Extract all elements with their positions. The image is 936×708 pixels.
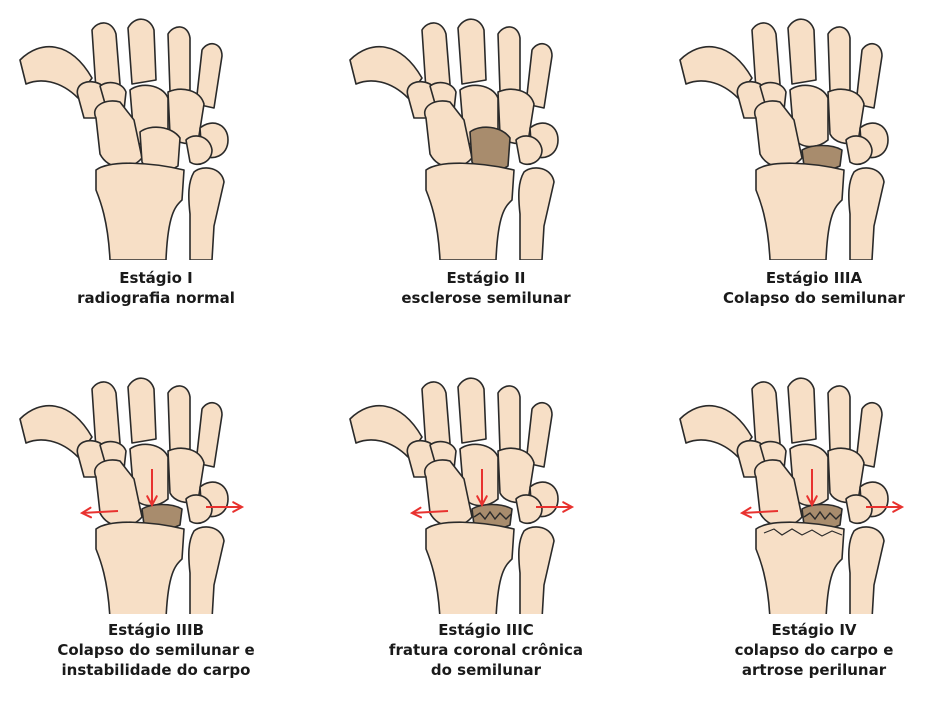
stage-description-line: radiografia normal bbox=[0, 288, 312, 308]
radius bbox=[756, 163, 844, 260]
wrist-group bbox=[350, 19, 558, 260]
triquetrum bbox=[186, 495, 212, 523]
triquetrum bbox=[516, 495, 542, 523]
stage-panel-2: Estágio II esclerose semilunar bbox=[330, 0, 642, 354]
stage-caption: Estágio IIIB Colapso do semilunar e inst… bbox=[0, 620, 312, 680]
stage-panel-6: Estágio IV colapso do carpo e artrose pe… bbox=[660, 354, 936, 708]
ulna bbox=[849, 168, 884, 260]
ulna bbox=[189, 527, 224, 614]
metacarpal-2 bbox=[752, 382, 780, 449]
stage-panel-4: Estágio IIIB Colapso do semilunar e inst… bbox=[0, 354, 312, 708]
wrist-group bbox=[20, 378, 242, 614]
wrist-illustration bbox=[0, 0, 312, 260]
stage-title: Estágio II bbox=[330, 268, 642, 288]
radius bbox=[96, 163, 184, 260]
stage-title: Estágio IV bbox=[658, 620, 936, 640]
metacarpal-2 bbox=[422, 382, 450, 449]
metacarpal-3 bbox=[128, 378, 156, 443]
stage-caption: Estágio II esclerose semilunar bbox=[330, 268, 642, 308]
wrist-illustration bbox=[330, 0, 642, 260]
stage-title: Estágio IIIB bbox=[0, 620, 312, 640]
triquetrum bbox=[846, 495, 872, 523]
ulna bbox=[189, 168, 224, 260]
stage-panel-1: Estágio I radiografia normal bbox=[0, 0, 312, 354]
wrist-illustration bbox=[0, 354, 312, 614]
stage-title: Estágio IIIA bbox=[658, 268, 936, 288]
wrist-illustration bbox=[660, 354, 936, 614]
metacarpal-2 bbox=[92, 23, 120, 90]
metacarpal-4 bbox=[828, 386, 850, 451]
radius bbox=[426, 522, 514, 614]
metacarpal-3 bbox=[458, 19, 486, 84]
stage-description-line: artrose perilunar bbox=[658, 660, 936, 680]
wrist-illustration bbox=[330, 354, 642, 614]
wrist-group bbox=[350, 378, 572, 614]
stage-description-line: do semilunar bbox=[330, 660, 642, 680]
stage-description-line: Colapso do semilunar e bbox=[0, 640, 312, 660]
radius bbox=[756, 522, 844, 614]
stage-panel-3: Estágio IIIA Colapso do semilunar bbox=[660, 0, 936, 354]
ulna bbox=[519, 527, 554, 614]
metacarpal-4 bbox=[828, 27, 850, 92]
ulna bbox=[849, 527, 884, 614]
metacarpal-3 bbox=[128, 19, 156, 84]
metacarpal-2 bbox=[92, 382, 120, 449]
ulna bbox=[519, 168, 554, 260]
stage-description-line: instabilidade do carpo bbox=[0, 660, 312, 680]
metacarpal-4 bbox=[498, 27, 520, 92]
wrist-group bbox=[680, 19, 888, 260]
stage-caption: Estágio IIIC fratura coronal crônica do … bbox=[330, 620, 642, 680]
stage-description-line: fratura coronal crônica bbox=[330, 640, 642, 660]
stage-panel-5: Estágio IIIC fratura coronal crônica do … bbox=[330, 354, 642, 708]
radius bbox=[96, 522, 184, 614]
metacarpal-3 bbox=[458, 378, 486, 443]
radius bbox=[426, 163, 514, 260]
stage-title: Estágio I bbox=[0, 268, 312, 288]
wrist-group bbox=[20, 19, 228, 260]
stage-description-line: colapso do carpo e bbox=[658, 640, 936, 660]
stage-title: Estágio IIIC bbox=[330, 620, 642, 640]
stage-description-line: Colapso do semilunar bbox=[658, 288, 936, 308]
metacarpal-2 bbox=[422, 23, 450, 90]
wrist-illustration bbox=[660, 0, 936, 260]
triquetrum bbox=[516, 136, 542, 164]
triquetrum bbox=[846, 136, 872, 164]
wrist-group bbox=[680, 378, 902, 614]
stage-caption: Estágio I radiografia normal bbox=[0, 268, 312, 308]
metacarpal-4 bbox=[498, 386, 520, 451]
metacarpal-3 bbox=[788, 378, 816, 443]
stage-caption: Estágio IV colapso do carpo e artrose pe… bbox=[658, 620, 936, 680]
stage-description-line: esclerose semilunar bbox=[330, 288, 642, 308]
metacarpal-2 bbox=[752, 23, 780, 90]
metacarpal-4 bbox=[168, 386, 190, 451]
stage-caption: Estágio IIIA Colapso do semilunar bbox=[658, 268, 936, 308]
triquetrum bbox=[186, 136, 212, 164]
metacarpal-4 bbox=[168, 27, 190, 92]
metacarpal-3 bbox=[788, 19, 816, 84]
